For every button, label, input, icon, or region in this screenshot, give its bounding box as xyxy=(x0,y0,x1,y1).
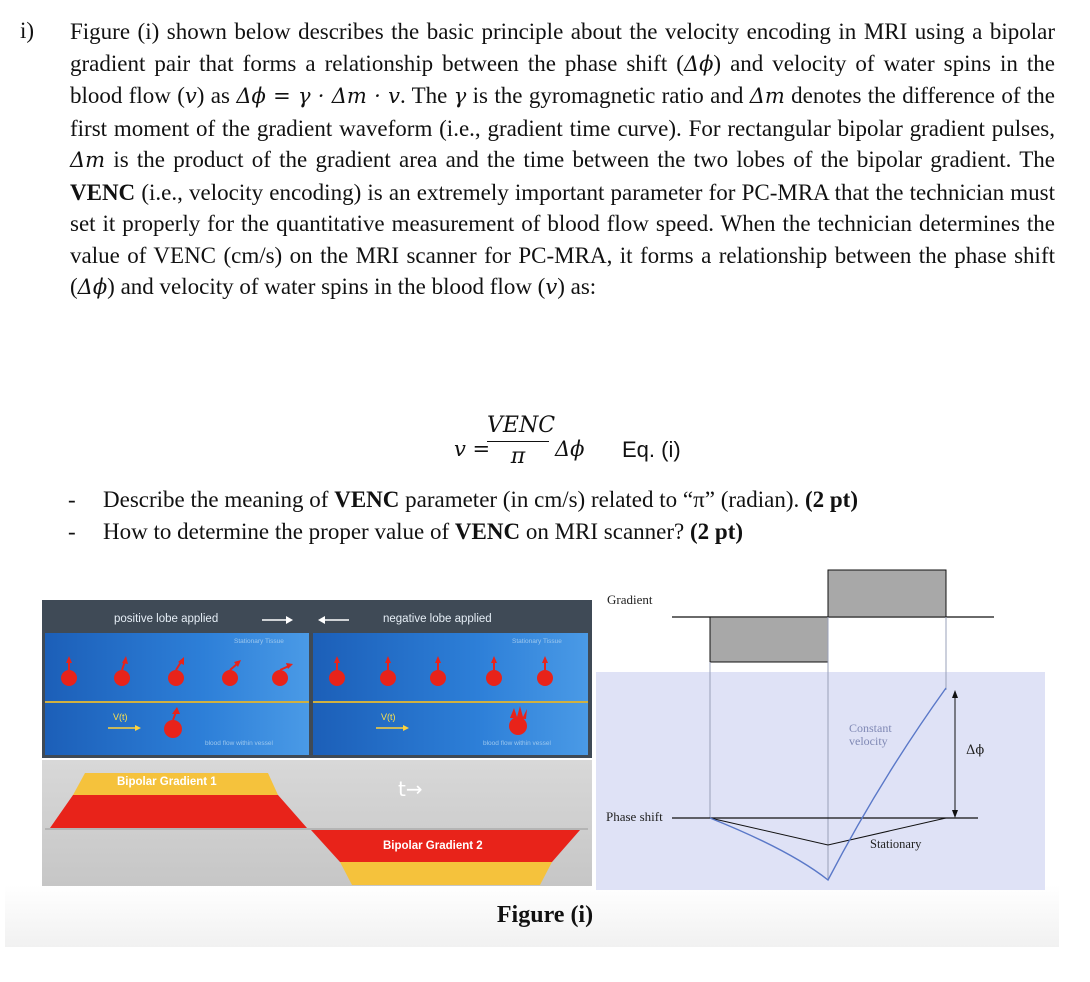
math-delta-m: Δm xyxy=(70,148,106,172)
text-segment: . The xyxy=(399,83,454,108)
text-segment: denotes the difference of the first mome… xyxy=(70,83,1055,141)
blood-flow-label-1: blood flow within vessel xyxy=(205,740,273,747)
blood-vessel-band-2 xyxy=(313,703,588,755)
text-segment: ) and velocity of water spins in the blo… xyxy=(70,50,1055,109)
delta-phi-arrowhead-down-icon xyxy=(952,810,958,818)
delta-phi-label: Δϕ xyxy=(966,743,985,758)
bullet-dash: - xyxy=(68,519,76,544)
math-gamma: γ xyxy=(453,84,467,108)
equation-fraction: VENC π xyxy=(487,413,555,469)
figure-background xyxy=(5,885,1059,947)
stationary-tissue-label-2: Stationary Tissue xyxy=(512,638,562,645)
bipolar-gradient-2-negative-upper xyxy=(311,830,580,862)
math-delta-m: Δm xyxy=(749,84,785,108)
bipolar-gradient-1-positive-lower xyxy=(50,795,307,828)
positive-lobe-rect xyxy=(827,569,947,618)
math-v: v xyxy=(545,275,558,299)
phase-shift-axis-label: Phase shift xyxy=(606,809,663,824)
velocity-label-1: V(t) xyxy=(113,712,128,722)
text-segment: Figure (i) shown below describes the bas… xyxy=(70,19,1055,76)
positive-lobe-label: positive lobe applied xyxy=(114,613,219,625)
equation-label: Eq. (i) xyxy=(622,437,681,462)
spin-icon xyxy=(272,663,293,686)
time-arrow-label: t→ xyxy=(398,777,423,801)
bullet-dash: - xyxy=(68,487,76,512)
spin-icon xyxy=(168,657,184,686)
math-v: v xyxy=(184,84,197,108)
bipolar-gradient-2-negative-lower xyxy=(340,862,552,885)
negative-lobe-rect xyxy=(709,616,829,663)
bullet-points: (2 pt) xyxy=(690,519,744,544)
bullet-item-1: - Describe the meaning of VENC parameter … xyxy=(68,487,858,513)
text-segment: (i.e., velocity encoding) is an extremel… xyxy=(70,179,1055,300)
bipolar-gradient-1-positive-upper xyxy=(73,773,278,795)
constant-velocity-line-1: Constant xyxy=(849,721,892,735)
text-segment: ) as xyxy=(196,83,237,108)
delta-phi-arrowhead-up-icon xyxy=(952,690,958,698)
spin-icon xyxy=(329,656,345,686)
equation-factor: Δϕ xyxy=(555,437,585,461)
question-paragraph: Figure (i) shown below describes the bas… xyxy=(70,16,1055,304)
text-segment: ) as: xyxy=(557,274,597,299)
spin-icon xyxy=(430,656,446,686)
spin-icon xyxy=(114,656,130,686)
venc-bold: VENC xyxy=(70,179,136,205)
gradient-axis-label: Gradient xyxy=(607,592,653,607)
spin-icon xyxy=(222,660,241,686)
bullet-bold: VENC xyxy=(454,519,521,544)
figure-caption: Figure (i) xyxy=(496,902,594,928)
negative-lobe-label: negative lobe applied xyxy=(383,613,492,625)
left-arrow-head-icon xyxy=(318,616,325,624)
constant-velocity-line-2: velocity xyxy=(849,734,888,748)
spin-icon xyxy=(537,656,553,686)
bullet-bold: VENC xyxy=(334,487,400,512)
spin-icon xyxy=(61,656,77,686)
spin-icon xyxy=(380,656,396,686)
math-delta-phi: Δϕ xyxy=(77,275,108,299)
equation-lhs: v = xyxy=(454,437,491,461)
bullet-text: Describe the meaning of xyxy=(103,487,335,512)
velocity-arrowhead-icon-1 xyxy=(135,725,141,731)
blood-flow-label-2: blood flow within vessel xyxy=(483,740,551,747)
stationary-tissue-label-1: Stationary Tissue xyxy=(234,638,284,645)
dephased-spin-icon xyxy=(509,706,527,735)
stationary-tissue-band-2 xyxy=(313,633,588,701)
bullet-text: How to determine the proper value of xyxy=(103,519,455,544)
velocity-arrowhead-icon-2 xyxy=(403,725,409,731)
bullet-points: (2 pt) xyxy=(804,487,859,512)
velocity-label-2: V(t) xyxy=(381,712,396,722)
bullet-text: on MRI scanner? xyxy=(520,519,690,544)
phase-shift-background xyxy=(596,672,1045,890)
stationary-label: Stationary xyxy=(870,837,922,851)
question-number: i) xyxy=(20,18,35,43)
bipolar-gradient-1-label: Bipolar Gradient 1 xyxy=(117,776,217,788)
text-segment: is the gyromagnetic ratio and xyxy=(466,83,750,108)
math-delta-phi: Δϕ xyxy=(683,51,714,76)
text-segment: is the product of the gradient area and … xyxy=(105,147,1055,172)
spin-icon xyxy=(486,656,502,686)
constant-velocity-label: Constant velocity xyxy=(849,722,892,748)
text-segment: ) and velocity of water spins in the blo… xyxy=(107,274,546,299)
stationary-curve xyxy=(709,817,947,846)
bullet-text: parameter (in cm/s) related to “π” (radi… xyxy=(399,487,805,512)
bullet-item-2: - How to determine the proper value of VE… xyxy=(68,519,743,545)
bipolar-gradient-2-label: Bipolar Gradient 2 xyxy=(383,840,483,852)
equation-numerator: VENC xyxy=(487,413,555,442)
right-arrow-head-icon xyxy=(286,616,293,624)
equation-i: v = VENC π Δϕ Eq. (i) xyxy=(0,413,1090,483)
math-phase-relation: Δϕ = γ · Δm · v xyxy=(236,84,400,108)
equation-denominator: π xyxy=(510,444,526,469)
constant-velocity-curve xyxy=(709,687,947,882)
moving-spin-icon xyxy=(164,707,182,738)
